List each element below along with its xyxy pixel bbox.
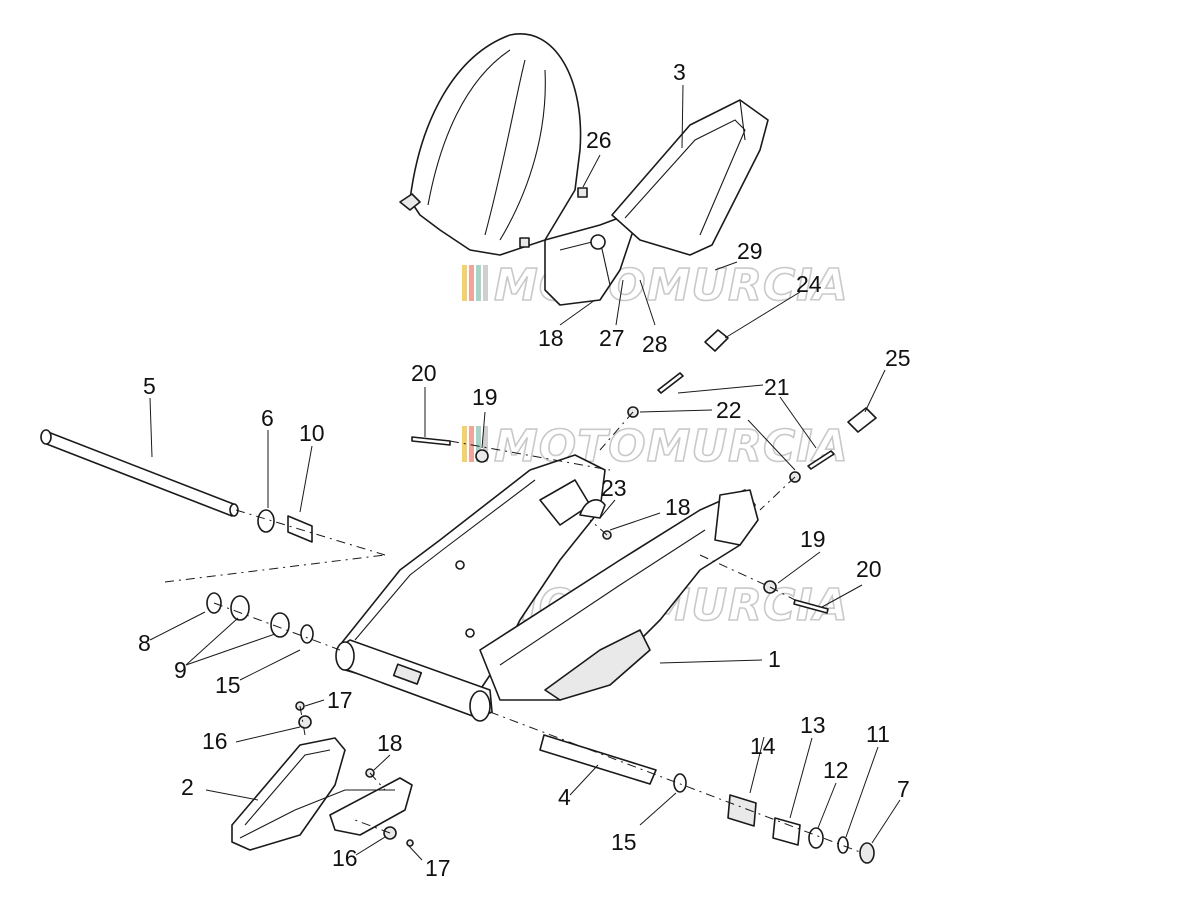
bolt-20a xyxy=(411,436,451,446)
callout-14: 14 xyxy=(750,733,776,759)
callout-18c: 18 xyxy=(538,325,564,351)
callout-16b: 16 xyxy=(332,845,358,871)
spacer-tube-4 xyxy=(539,734,657,785)
nut-7 xyxy=(859,842,875,864)
callout-7: 7 xyxy=(897,776,910,802)
callout-18a: 18 xyxy=(377,730,403,756)
callout-19b: 19 xyxy=(800,526,826,552)
callout-16a: 16 xyxy=(202,728,228,754)
callout-26: 26 xyxy=(586,127,612,153)
bearing-9a xyxy=(230,595,250,621)
callout-25: 25 xyxy=(885,345,911,371)
swingarm xyxy=(335,454,759,722)
callout-28: 28 xyxy=(642,331,668,357)
bearing-9b xyxy=(270,612,290,638)
callout-labels: 1 2 3 4 5 6 7 8 9 10 11 12 13 14 15 15 1… xyxy=(138,59,911,881)
callout-20b: 20 xyxy=(856,556,882,582)
nut-19a xyxy=(475,449,489,463)
seal-6 xyxy=(257,509,275,533)
callout-21: 21 xyxy=(764,374,790,400)
callout-15a: 15 xyxy=(215,672,241,698)
callout-3: 3 xyxy=(673,59,686,85)
chain-guard xyxy=(611,99,769,256)
callout-2: 2 xyxy=(181,774,194,800)
callout-15b: 15 xyxy=(611,829,637,855)
clamp-23 xyxy=(579,499,606,519)
callout-10: 10 xyxy=(299,420,325,446)
callout-13: 13 xyxy=(800,712,826,738)
circlip-15a xyxy=(300,624,314,644)
bolt-21a xyxy=(657,372,684,394)
callout-18b: 18 xyxy=(665,494,691,520)
bearing-14 xyxy=(727,794,757,827)
rear-mudguard xyxy=(399,33,641,306)
callout-29: 29 xyxy=(737,238,763,264)
callout-5: 5 xyxy=(143,373,156,399)
callout-23: 23 xyxy=(601,475,627,501)
callout-27: 27 xyxy=(599,325,625,351)
callout-17a: 17 xyxy=(327,687,353,713)
callout-6: 6 xyxy=(261,405,274,431)
screw-17b xyxy=(406,839,414,847)
callout-9: 9 xyxy=(174,657,187,683)
clip-24 xyxy=(704,329,729,352)
clip-25 xyxy=(847,407,877,433)
watermark-top: MOTOMURCIA xyxy=(462,259,849,312)
callout-17b: 17 xyxy=(425,855,451,881)
callout-19a: 19 xyxy=(472,384,498,410)
seal-12 xyxy=(808,827,824,849)
callout-11: 11 xyxy=(866,721,890,747)
callout-1: 1 xyxy=(768,646,781,672)
leader-lines xyxy=(149,84,901,861)
callout-22: 22 xyxy=(716,397,742,423)
bolt-21b xyxy=(807,450,835,470)
alignment-lines xyxy=(164,411,861,853)
circlip-15b xyxy=(673,773,687,793)
watermark-middle: MOTOMURCIA xyxy=(462,420,849,473)
callout-4: 4 xyxy=(558,784,571,810)
callout-8: 8 xyxy=(138,630,151,656)
callout-24: 24 xyxy=(796,271,822,297)
chain-slider xyxy=(231,737,413,851)
bolt-20b xyxy=(793,599,829,614)
callout-20a: 20 xyxy=(411,360,437,386)
pivot-shaft xyxy=(40,429,239,517)
spacer-13 xyxy=(772,817,801,846)
washer-11 xyxy=(837,836,849,854)
callout-12: 12 xyxy=(823,757,849,783)
grommet-16a xyxy=(298,715,312,729)
